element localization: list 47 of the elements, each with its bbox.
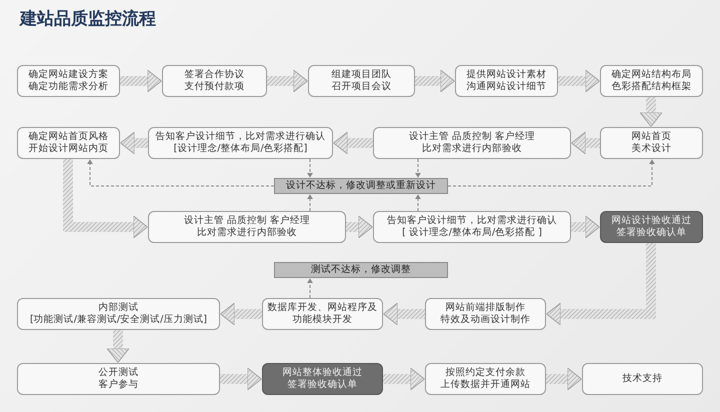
dashed-arrow bbox=[415, 158, 421, 178]
block-arrow bbox=[267, 70, 308, 92]
process-box: 提供网站设计素材沟通网站设计细节 bbox=[455, 65, 558, 97]
process-box: 确定网站建设方案确定功能需求分析 bbox=[17, 65, 120, 97]
milestone-box: 网站整体验收通过签署验收确认单 bbox=[262, 363, 383, 395]
block-arrow bbox=[106, 330, 130, 363]
block-arrow bbox=[383, 302, 425, 326]
block-arrow bbox=[571, 132, 600, 154]
process-box: 确定网站首页风格开始设计网站内页 bbox=[17, 127, 120, 159]
block-arrow bbox=[546, 368, 582, 390]
process-box: 设计主管 品质控制 客户经理比对需求进行内部验收 bbox=[148, 211, 346, 243]
dashed-arrow bbox=[448, 159, 655, 186]
feedback-bar: 测试不达标，修改调整 bbox=[274, 262, 448, 278]
block-arrow bbox=[220, 302, 262, 326]
process-box: 确定网站结构布局色彩搭配结构框架 bbox=[600, 65, 703, 97]
process-box: 组建项目团队召开项目会议 bbox=[308, 65, 415, 97]
process-box: 网站前端排版制作特效及动画设计制作 bbox=[425, 298, 546, 330]
block-arrow bbox=[120, 132, 148, 154]
process-box: 内部测试[功能测试/兼容测试/安全测试/压力测试] bbox=[17, 298, 220, 330]
feedback-bar: 设计不达标，修改调整或重新设计 bbox=[274, 178, 448, 194]
process-box: 告知客户设计细节，比对需求进行确认[ 设计理念/整体布局/色彩搭配 ] bbox=[373, 211, 571, 243]
process-box: 按照约定支付余款上传数据并开通网站 bbox=[425, 363, 546, 395]
dashed-arrow bbox=[415, 194, 421, 212]
milestone-box: 网站设计验收通过签署验收确认单 bbox=[600, 211, 703, 243]
block-arrow bbox=[220, 368, 262, 390]
dashed-arrow bbox=[307, 278, 313, 298]
block-arrow bbox=[346, 216, 373, 238]
block-arrow bbox=[571, 216, 600, 238]
process-box: 技术支持 bbox=[582, 363, 703, 395]
block-arrow bbox=[415, 70, 455, 92]
process-box: 网站首页美术设计 bbox=[600, 127, 703, 159]
block-arrow bbox=[558, 70, 600, 92]
dashed-arrow bbox=[87, 159, 274, 186]
dashed-arrow bbox=[307, 194, 313, 212]
process-box: 数据库开发、网站程序及功能模块开发 bbox=[262, 298, 383, 330]
block-arrow bbox=[333, 132, 373, 154]
process-box: 签署合作协议支付预付款项 bbox=[162, 65, 267, 97]
block-arrow bbox=[640, 97, 662, 127]
process-box: 设计主管 品质控制 客户经理比对需求进行内部验收 bbox=[373, 127, 571, 159]
dashed-arrow bbox=[307, 158, 313, 178]
process-box: 告知客户设计细节，比对需求进行确认[设计理念/整体布局/色彩搭配] bbox=[148, 127, 333, 159]
process-box: 公开测试客户参与 bbox=[17, 363, 220, 395]
block-arrow bbox=[63, 159, 148, 238]
block-arrow bbox=[546, 243, 656, 326]
diagram-title: 建站品质监控流程 bbox=[20, 8, 156, 30]
block-arrow bbox=[383, 368, 425, 390]
block-arrow bbox=[120, 70, 162, 92]
